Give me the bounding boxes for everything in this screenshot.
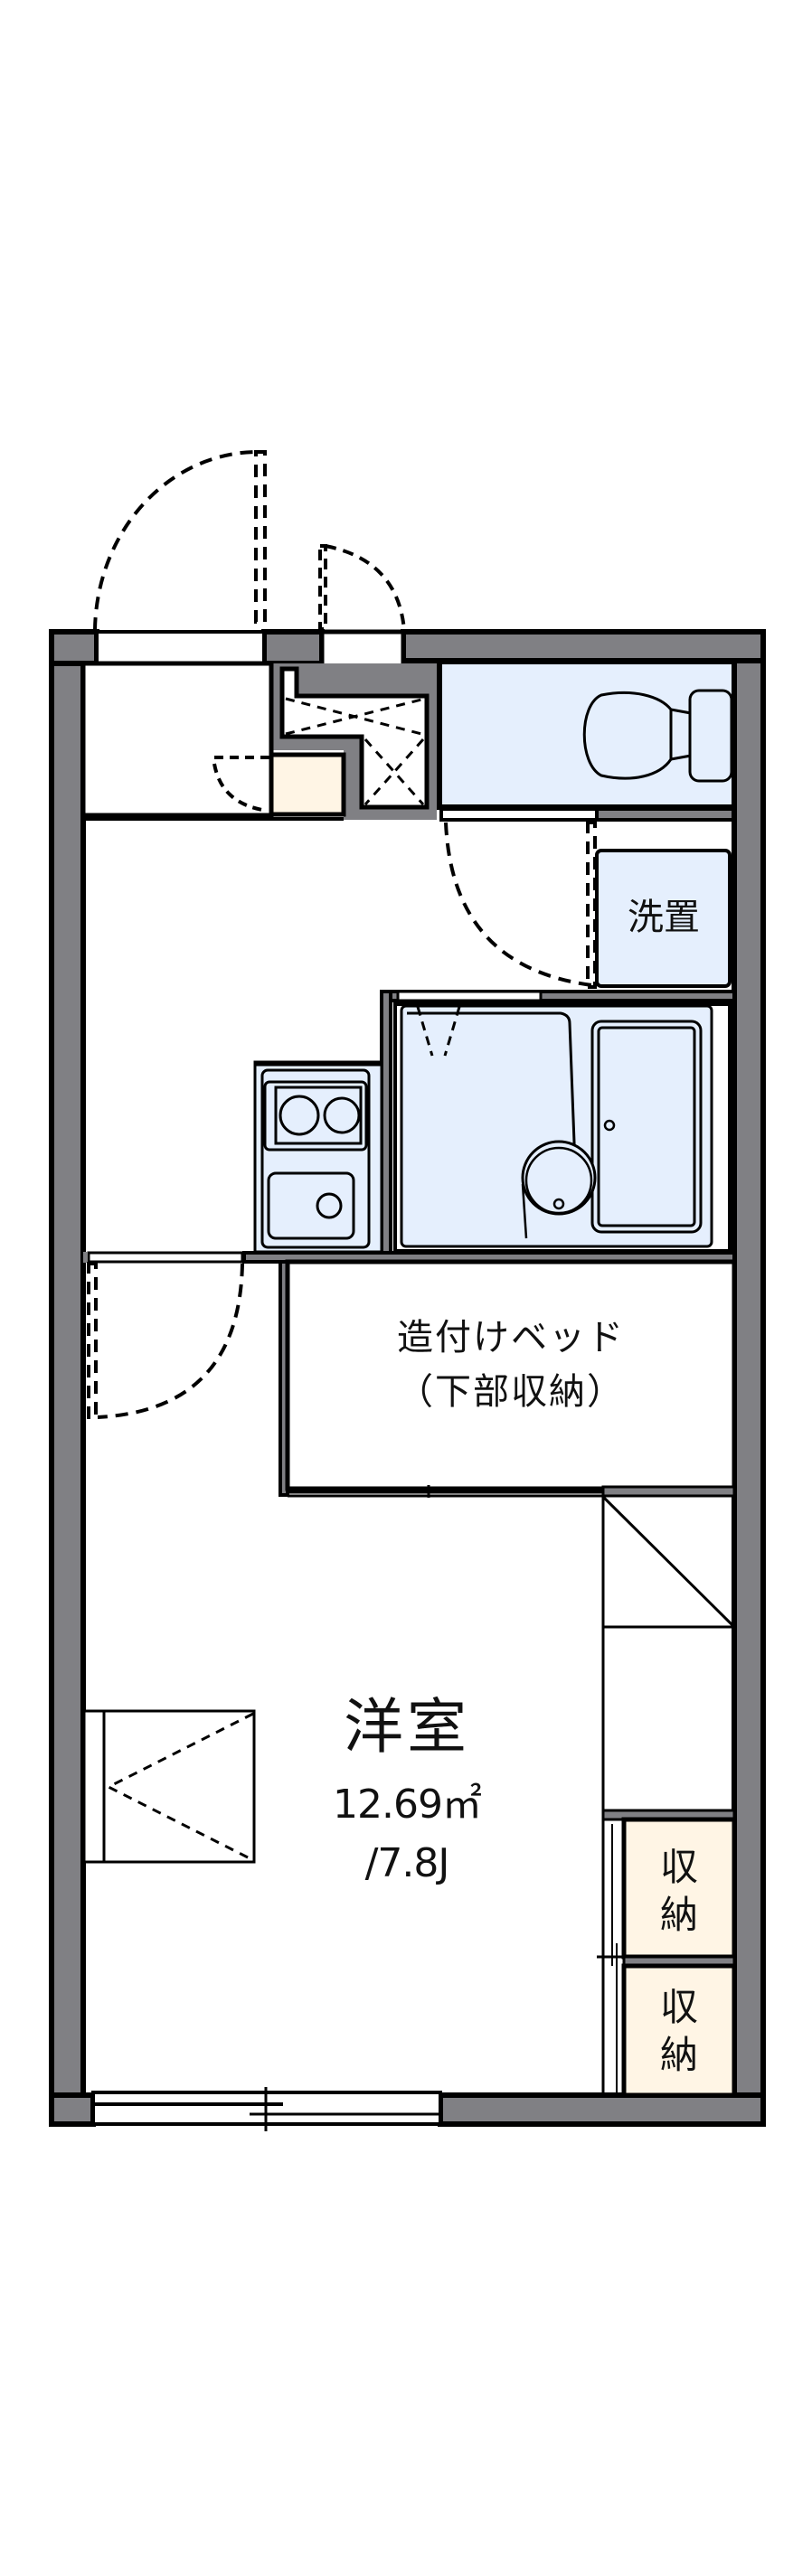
washer-space-label: 洗置: [628, 897, 700, 938]
closet-2-char2: 納: [659, 2032, 698, 2077]
pipe-shaft: [279, 666, 430, 810]
sink-icon: [267, 1171, 355, 1240]
meter-box-door: [318, 544, 406, 631]
exterior-walls: [49, 629, 766, 2127]
wash-basin-icon: [521, 1140, 597, 1239]
shoe-box: [269, 752, 346, 817]
shoe-box-door: [212, 756, 269, 813]
room-name: 洋室: [344, 1692, 470, 1762]
closet-1-char1: 収: [659, 1845, 698, 1889]
closet-1-label: 収 納: [624, 1844, 734, 1939]
genkan: [80, 661, 274, 818]
kitchen-counter: [253, 1060, 383, 1254]
toilet-door-opening: [439, 807, 599, 822]
room-door-opening: [87, 1251, 244, 1264]
toilet-icon: [582, 689, 733, 783]
washer-space: [595, 849, 732, 988]
stove-icon: [274, 1086, 363, 1145]
closet-1-char2: 納: [659, 1892, 698, 1937]
entrance-threshold: [95, 630, 266, 665]
window-unit: [82, 1709, 256, 1864]
closet-2: [621, 1963, 737, 2098]
built-in-bed: [285, 1259, 737, 1491]
room-size-jo: /7.8J: [364, 1840, 450, 1886]
closet-2-label: 収 納: [624, 1984, 734, 2079]
shelf-diagonal: [602, 1496, 734, 1627]
washroom-door: [444, 821, 597, 989]
built-in-bed-label: 造付けベッド: [397, 1317, 625, 1359]
bathtub: [590, 1020, 703, 1234]
bath-door: [416, 1006, 461, 1057]
built-in-bed-sublabel: （下部収納）: [397, 1371, 625, 1413]
room-door: [87, 1262, 244, 1419]
bath-door-opening: [396, 990, 543, 1002]
room-area: 12.69㎡: [333, 1782, 482, 1828]
closet-2-char1: 収: [659, 1985, 698, 2029]
balcony-window: [91, 2087, 442, 2131]
entrance-door: [93, 450, 267, 631]
